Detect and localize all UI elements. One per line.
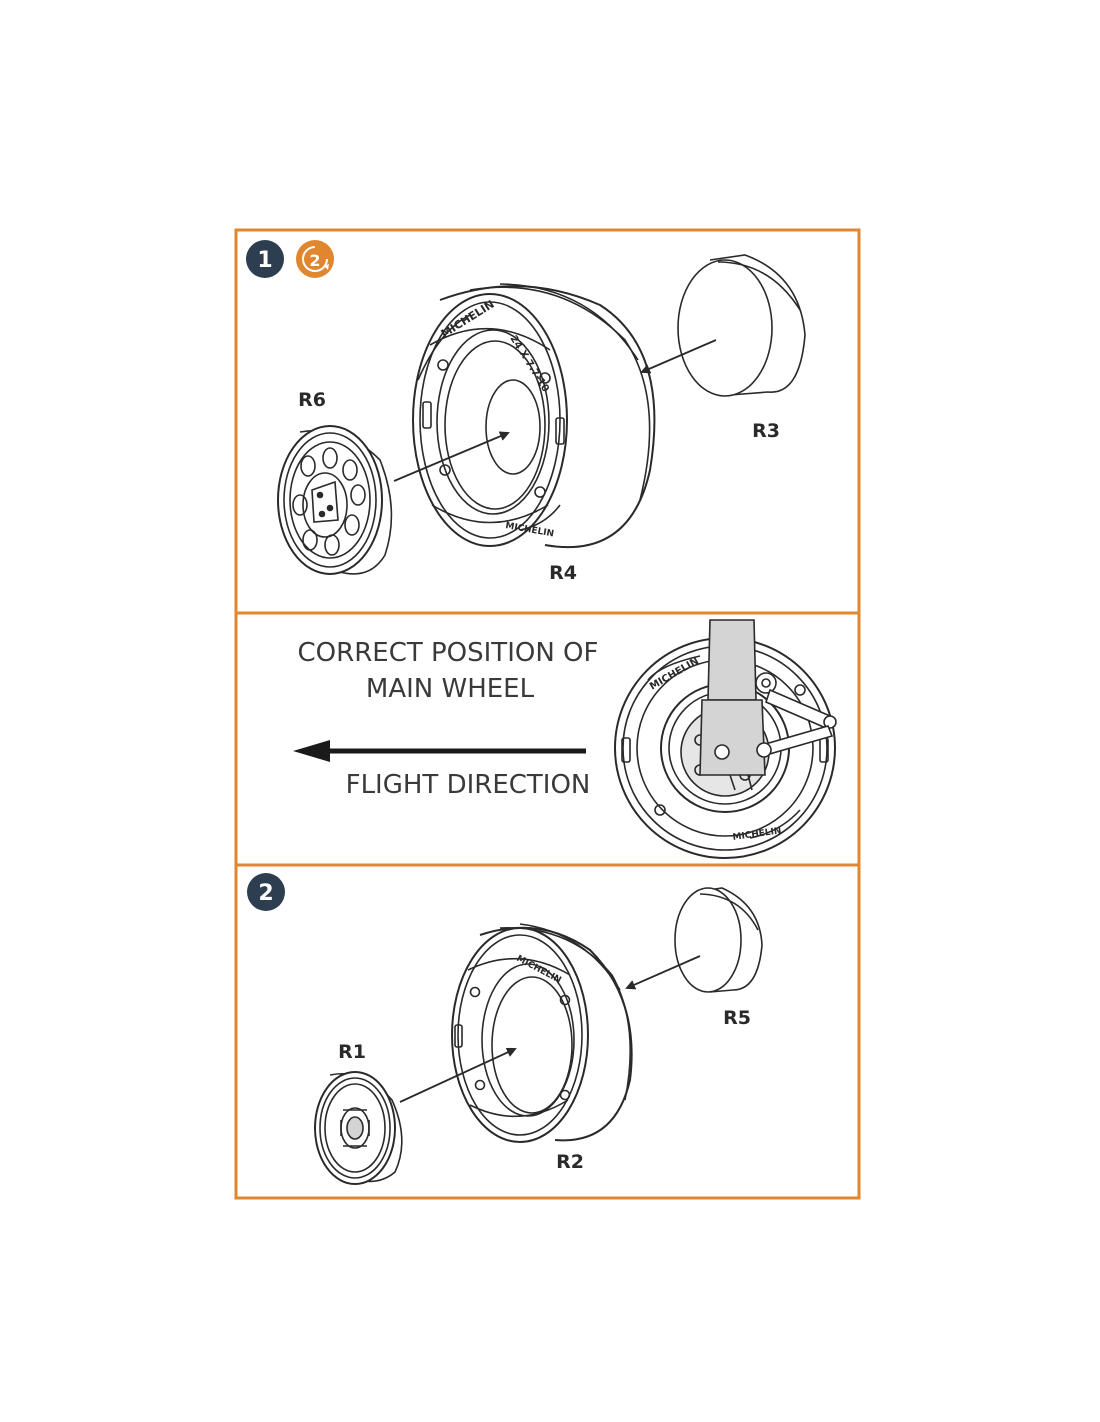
instruction-frame: [234, 228, 861, 1200]
svg-text:1: 1: [257, 248, 272, 273]
part-label-r4: R4: [549, 562, 577, 584]
step-number-badge: 2: [247, 873, 285, 911]
part-label-r1: R1: [338, 1041, 366, 1063]
arrow-icon: [625, 955, 701, 990]
installed-main-wheel-illustration: [614, 619, 837, 859]
step-1-panel: 1 2 M: [246, 240, 806, 584]
orientation-note-panel: CORRECT POSITION OF MAIN WHEEL FLIGHT DI…: [293, 619, 837, 859]
part-label-r3: R3: [752, 420, 780, 442]
orientation-title-line-2: MAIN WHEEL: [366, 674, 535, 704]
flight-direction-label: FLIGHT DIRECTION: [346, 770, 591, 800]
wheel-hub-r6-illustration: [277, 425, 393, 575]
step-2-panel: 2 MICHELIN: [247, 873, 763, 1185]
hub-cap-r3-illustration: [677, 254, 806, 397]
svg-text:2: 2: [309, 251, 320, 270]
arrow-icon: [399, 1047, 517, 1103]
wheel-hub-r1-illustration: [314, 1071, 403, 1185]
orientation-title-line-1: CORRECT POSITION OF: [298, 638, 599, 668]
arrow-icon: [393, 431, 510, 482]
tyre-r4-illustration: [412, 283, 656, 549]
svg-text:2: 2: [258, 881, 273, 906]
part-label-r2: R2: [556, 1151, 584, 1173]
step-number-badge: 1: [246, 240, 284, 278]
hub-cap-r5-illustration: [674, 887, 763, 993]
part-label-r6: R6: [298, 389, 326, 411]
tyre-r2-illustration: [451, 923, 633, 1143]
part-label-r5: R5: [723, 1007, 751, 1029]
arrow-icon: [640, 339, 717, 374]
repeat-step-icon: 2: [296, 240, 334, 278]
flight-direction-arrow-icon: [293, 740, 586, 762]
